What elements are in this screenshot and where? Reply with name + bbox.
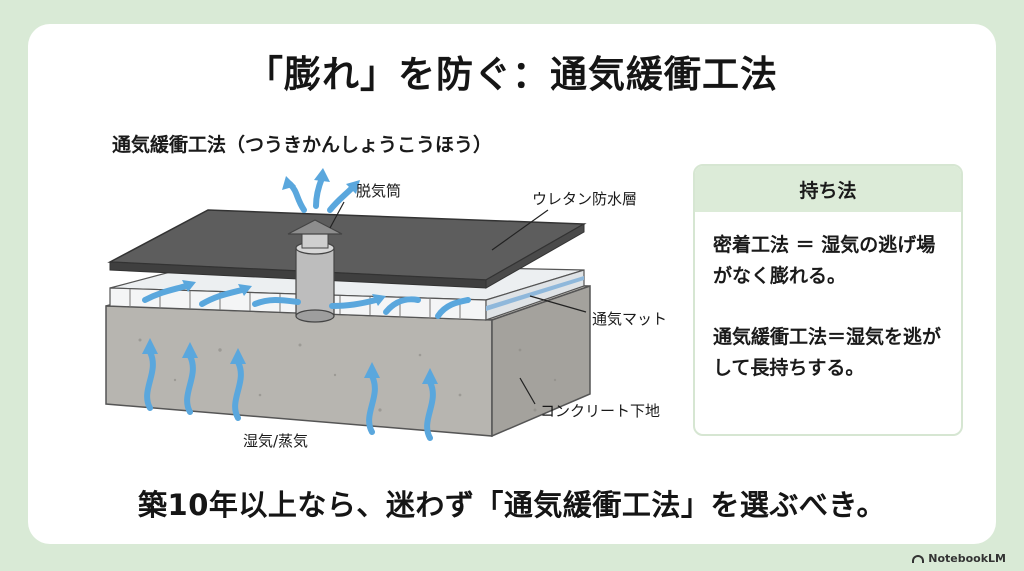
vent-pipe bbox=[287, 219, 343, 323]
label-vent: 脱気筒 bbox=[356, 182, 401, 200]
brand-label: NotebookLM bbox=[928, 552, 1006, 565]
label-mat: 通気マット bbox=[592, 310, 667, 328]
info-box: 持ち法 密着工法 ＝ 湿気の逃げ場がなく膨れる。 通気緩衝工法＝湿気を逃がして長… bbox=[693, 164, 963, 436]
bottom-message: 築10年以上なら、迷わず「通気緩衝工法」を選ぶべき。 bbox=[138, 488, 886, 522]
urethane-side bbox=[485, 223, 585, 289]
diagram-title: 通気緩衝工法（つうきかんしょうこうほう） bbox=[112, 134, 493, 156]
concrete-side bbox=[491, 284, 591, 438]
info-line-1: 密着工法 ＝ 湿気の逃げ場がなく膨れる。 bbox=[713, 234, 936, 287]
mat-blue-edge bbox=[486, 276, 584, 311]
arrowheads bbox=[142, 168, 438, 384]
page-title: 「膨れ」を防ぐ：通気緩衝工法 bbox=[246, 53, 778, 96]
info-line-2: 通気緩衝工法＝湿気を逃がして長持ちする。 bbox=[713, 326, 942, 379]
notebooklm-icon bbox=[912, 554, 925, 563]
label-moisture: 湿気/蒸気 bbox=[243, 432, 308, 450]
brand-mark: NotebookLM bbox=[912, 552, 1006, 565]
concrete-front bbox=[105, 305, 493, 437]
moisture-arrows bbox=[142, 175, 471, 441]
info-box-body: 密着工法 ＝ 湿気の逃げ場がなく膨れる。 通気緩衝工法＝湿気を逃がして長持ちする… bbox=[695, 212, 961, 384]
info-box-header: 持ち法 bbox=[695, 166, 961, 212]
concrete-speckles bbox=[138, 338, 557, 412]
label-concrete: コンクリート下地 bbox=[540, 402, 660, 420]
leader-lines bbox=[329, 201, 587, 405]
label-urethane: ウレタン防水層 bbox=[532, 190, 637, 208]
